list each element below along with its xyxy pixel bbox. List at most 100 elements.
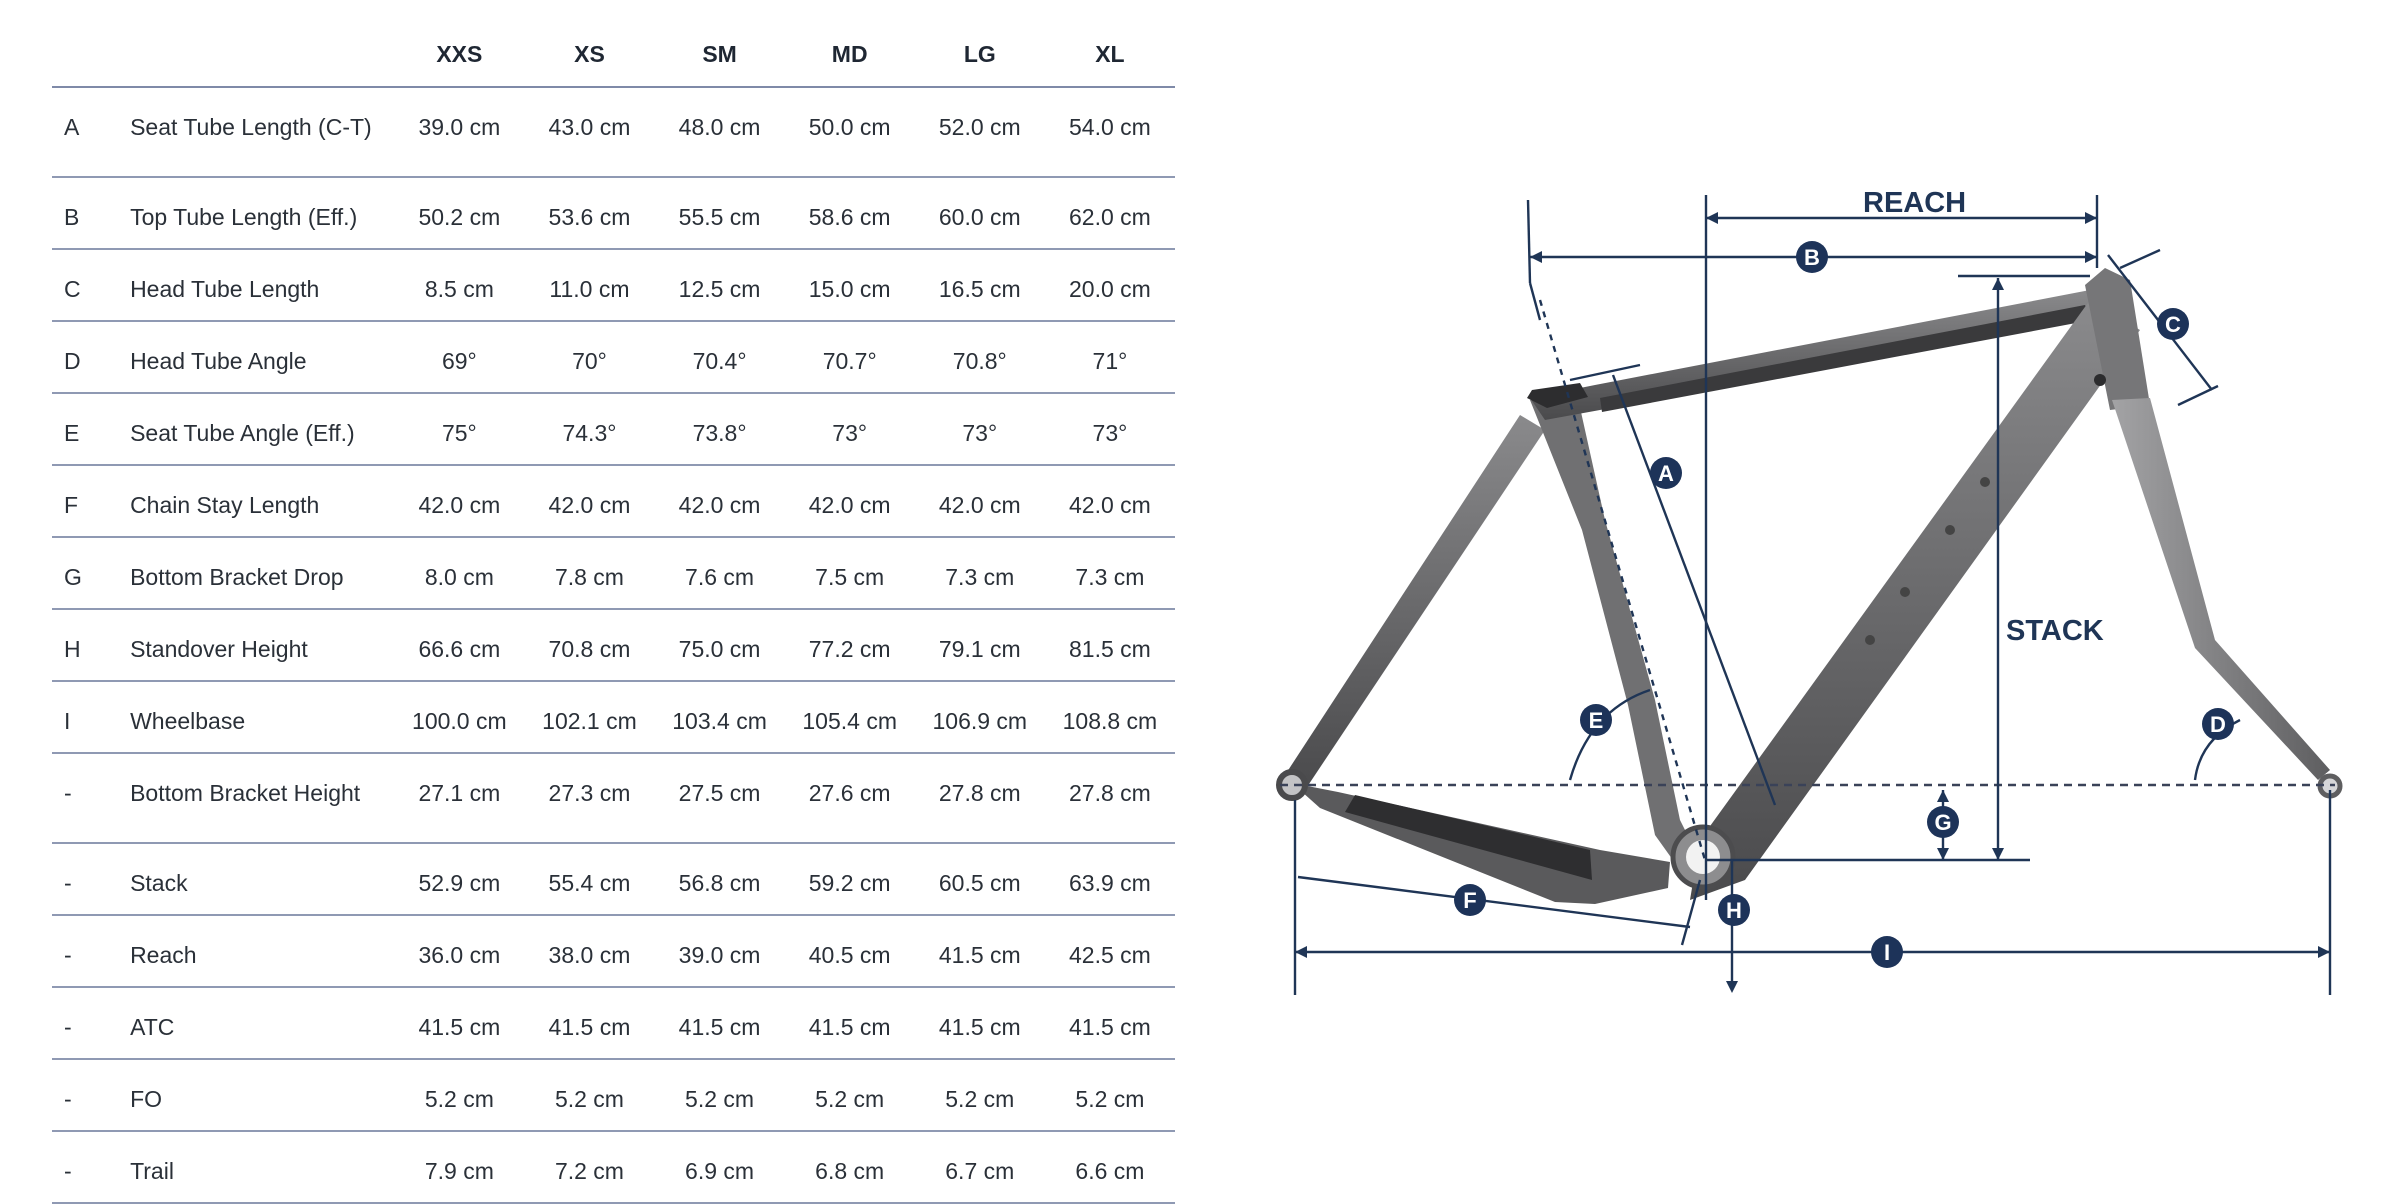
- cell-xl: 27.8 cm: [1044, 753, 1175, 844]
- cell-xxs: 8.5 cm: [394, 249, 525, 322]
- cell-lg: 41.5 cm: [914, 915, 1045, 988]
- cell-xxs: 7.9 cm: [394, 1131, 525, 1204]
- cell-xl: 108.8 cm: [1044, 681, 1175, 754]
- chain-stay-right-ext: [1680, 879, 1702, 946]
- bottle-boss: [1865, 635, 1875, 645]
- cell-xl: 5.2 cm: [1044, 1059, 1175, 1132]
- bottle-boss: [1945, 525, 1955, 535]
- cell-lg: 60.0 cm: [914, 177, 1045, 250]
- cell-xs: 5.2 cm: [524, 1059, 655, 1132]
- cell-sm: 5.2 cm: [654, 1059, 785, 1132]
- cell-xl: 73°: [1044, 393, 1175, 466]
- cell-md: 5.2 cm: [784, 1059, 915, 1132]
- cell-lg: 7.3 cm: [914, 537, 1045, 610]
- row-measurement-name: ATC: [126, 987, 395, 1060]
- marker-g-circle: [1927, 806, 1959, 838]
- arrow-h-bottom: [1726, 981, 1738, 993]
- cable-port: [2094, 374, 2106, 386]
- cell-md: 59.2 cm: [784, 843, 915, 916]
- cell-md: 15.0 cm: [784, 249, 915, 322]
- cell-sm: 12.5 cm: [654, 249, 785, 322]
- chain-stay-dimension-line: [1297, 875, 1691, 929]
- cell-md: 105.4 cm: [784, 681, 915, 754]
- head-tube: [2085, 268, 2150, 410]
- cell-xxs: 36.0 cm: [394, 915, 525, 988]
- seat-clamp: [1527, 383, 1588, 408]
- row-measurement-name: Bottom Bracket Height: [126, 753, 395, 844]
- cell-xl: 62.0 cm: [1044, 177, 1175, 250]
- marker-e-label: E: [1589, 708, 1604, 733]
- cell-xxs: 75°: [394, 393, 525, 466]
- top-tube-shadow: [1600, 305, 2092, 412]
- cell-xxs: 5.2 cm: [394, 1059, 525, 1132]
- row-letter: -: [52, 843, 127, 916]
- row-letter: E: [52, 393, 127, 466]
- cell-xxs: 42.0 cm: [394, 465, 525, 538]
- arrow-b-left: [1530, 251, 1542, 263]
- marker-c: C: [2157, 308, 2189, 340]
- cell-xxs: 39.0 cm: [394, 87, 525, 178]
- marker-c-circle: [2157, 308, 2189, 340]
- row-measurement-name: Stack: [126, 843, 395, 916]
- cell-md: 58.6 cm: [784, 177, 915, 250]
- cell-xxs: 69°: [394, 321, 525, 394]
- marker-h-circle: [1718, 894, 1750, 926]
- cell-xl: 42.0 cm: [1044, 465, 1175, 538]
- row-measurement-name: Wheelbase: [126, 681, 395, 754]
- cell-xl: 20.0 cm: [1044, 249, 1175, 322]
- cell-xs: 43.0 cm: [524, 87, 655, 178]
- cell-sm: 48.0 cm: [654, 87, 785, 178]
- cell-lg: 41.5 cm: [914, 987, 1045, 1060]
- row-letter: H: [52, 609, 127, 682]
- row-letter: I: [52, 681, 127, 754]
- cell-xs: 7.8 cm: [524, 537, 655, 610]
- row-measurement-name: Head Tube Angle: [126, 321, 395, 394]
- cell-sm: 42.0 cm: [654, 465, 785, 538]
- cell-xl: 41.5 cm: [1044, 987, 1175, 1060]
- row-measurement-name: Bottom Bracket Drop: [126, 537, 395, 610]
- arrow-wb-left: [1295, 946, 1307, 958]
- cell-xxs: 66.6 cm: [394, 609, 525, 682]
- cell-lg: 6.7 cm: [914, 1131, 1045, 1204]
- marker-f: F: [1454, 884, 1486, 916]
- marker-h-label: H: [1726, 898, 1742, 923]
- cell-sm: 39.0 cm: [654, 915, 785, 988]
- row-measurement-name: FO: [126, 1059, 395, 1132]
- row-measurement-name: Seat Tube Angle (Eff.): [126, 393, 395, 466]
- row-letter: D: [52, 321, 127, 394]
- row-letter: C: [52, 249, 127, 322]
- cell-xs: 53.6 cm: [524, 177, 655, 250]
- cell-md: 73°: [784, 393, 915, 466]
- cell-xs: 11.0 cm: [524, 249, 655, 322]
- row-measurement-name: Trail: [126, 1131, 395, 1204]
- marker-d-label: D: [2210, 712, 2226, 737]
- rear-dropout: [1276, 769, 1308, 801]
- cell-md: 42.0 cm: [784, 465, 915, 538]
- header-size-md: MD: [784, 22, 915, 88]
- cell-xxs: 8.0 cm: [394, 537, 525, 610]
- cell-md: 70.7°: [784, 321, 915, 394]
- cell-sm: 55.5 cm: [654, 177, 785, 250]
- arrow-reach-left: [1706, 212, 1718, 224]
- row-measurement-name: Chain Stay Length: [126, 465, 395, 538]
- arrow-stack-top: [1992, 278, 2004, 290]
- chain-stay-dark-panel: [1345, 795, 1592, 880]
- cell-sm: 6.9 cm: [654, 1131, 785, 1204]
- marker-i: I: [1871, 936, 1903, 968]
- seat-tube: [1530, 385, 1700, 870]
- row-letter: A: [52, 87, 127, 178]
- arrow-g-bottom: [1937, 848, 1949, 860]
- row-letter: B: [52, 177, 127, 250]
- cell-xl: 71°: [1044, 321, 1175, 394]
